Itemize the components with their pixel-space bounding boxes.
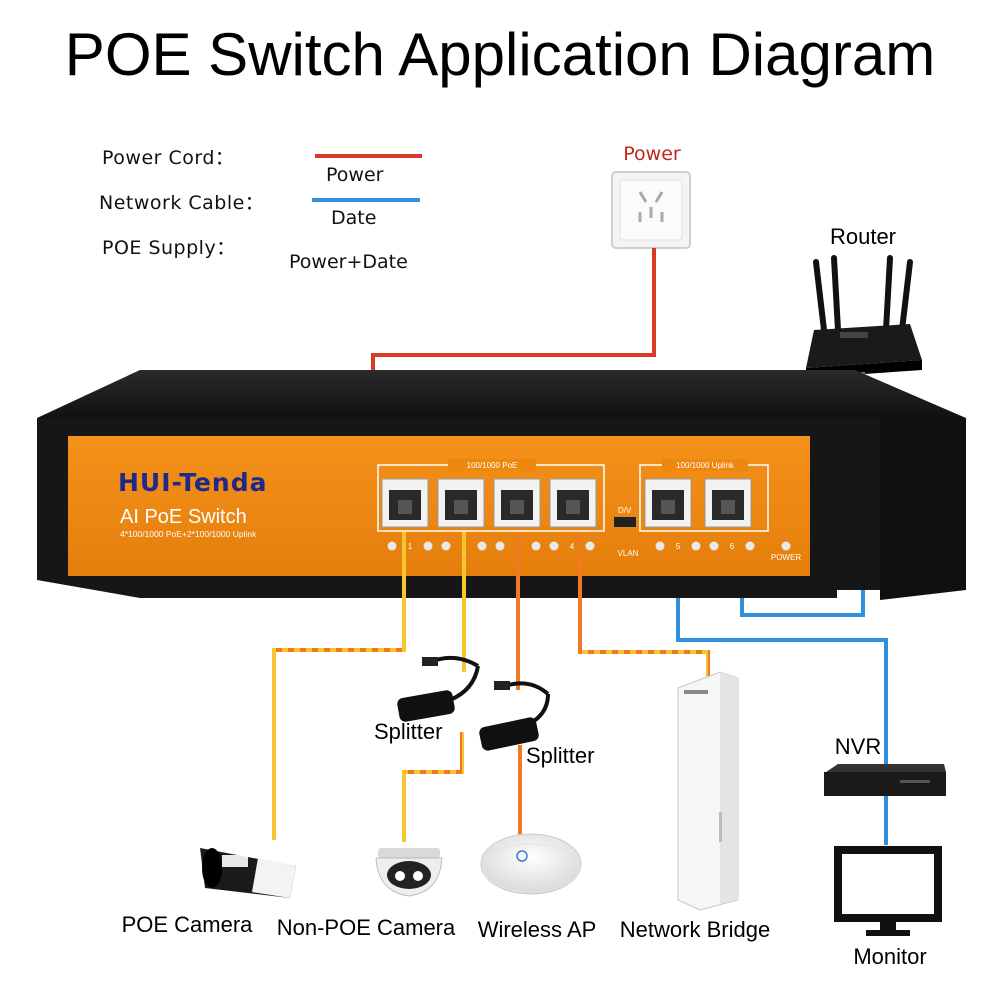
- network-bridge-label: Network Bridge: [620, 917, 770, 942]
- status-leds: [387, 541, 791, 551]
- poe-cables: [272, 532, 710, 842]
- nvr: NVR: [824, 734, 946, 796]
- port-4[interactable]: [549, 478, 597, 528]
- uplink-group-label: 100/1000 Uplink: [676, 461, 735, 470]
- port-6[interactable]: [704, 478, 752, 528]
- power-cord-line: [371, 248, 656, 372]
- network-bridge: Network Bridge: [620, 671, 770, 942]
- splitter-2-label: Splitter: [526, 743, 594, 768]
- port-3[interactable]: [493, 478, 541, 528]
- vlan-toggle[interactable]: [614, 517, 636, 527]
- splitter-2: Splitter: [479, 681, 594, 768]
- legend-network-label: Network Cable：: [99, 192, 264, 214]
- port-5[interactable]: [644, 478, 692, 528]
- splitter-1: Splitter: [374, 655, 480, 744]
- nvr-label: NVR: [835, 734, 881, 759]
- legend-power-cord-label: Power Cord：: [102, 147, 234, 169]
- port-num-6: 6: [730, 542, 735, 551]
- legend: Power Cord： Power Network Cable： Date PO…: [99, 147, 428, 273]
- poe-switch: HUI-Tenda AI PoE Switch 4*100/1000 PoE+2…: [37, 370, 966, 600]
- non-poe-camera: Non-POE Camera: [277, 848, 456, 940]
- port-num-5: 5: [676, 542, 681, 551]
- port-2[interactable]: [437, 478, 485, 528]
- legend-poe-label: POE Supply：: [102, 237, 236, 259]
- power-outlet: Power: [611, 143, 691, 249]
- cable-splitter1-camera: [402, 732, 464, 842]
- legend-power-sub: Power: [326, 164, 384, 186]
- poe-cable-camera: [272, 532, 406, 840]
- legend-network-sub: Date: [331, 207, 376, 229]
- dv-label: D/V: [618, 506, 632, 515]
- monitor: Monitor: [834, 846, 942, 969]
- monitor-label: Monitor: [853, 944, 926, 969]
- splitter-1-label: Splitter: [374, 719, 442, 744]
- page-title: POE Switch Application Diagram: [65, 21, 935, 88]
- switch-spec: 4*100/1000 PoE+2*100/1000 Uplink: [120, 529, 257, 539]
- power-outlet-label: Power: [623, 143, 681, 165]
- port-1[interactable]: [381, 478, 429, 528]
- router-label: Router: [830, 224, 896, 249]
- legend-poe-sub: Power+Date: [289, 251, 408, 273]
- power-led-label: POWER: [771, 553, 801, 562]
- wireless-ap: Wireless AP: [478, 833, 597, 942]
- port-num-4: 4: [570, 542, 575, 551]
- router: Router: [806, 224, 922, 378]
- switch-brand: HUI-Tenda: [118, 468, 267, 497]
- poe-camera: POE Camera: [122, 848, 296, 937]
- switch-model: AI PoE Switch: [120, 506, 247, 528]
- poe-cable-bridge: [578, 532, 710, 680]
- non-poe-camera-label: Non-POE Camera: [277, 915, 456, 940]
- poe-camera-label: POE Camera: [122, 912, 254, 937]
- wireless-ap-label: Wireless AP: [478, 917, 597, 942]
- poe-group-label: 100/1000 PoE: [467, 461, 518, 470]
- vlan-label: VLAN: [618, 549, 639, 558]
- port-num-1: 1: [408, 542, 413, 551]
